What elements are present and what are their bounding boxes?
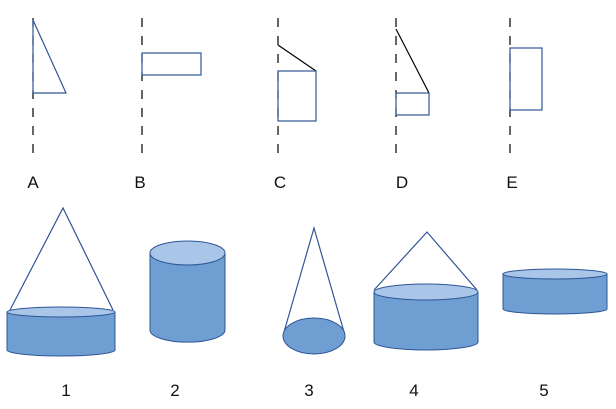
cylinder-top <box>6 306 116 318</box>
profile-label-d: D <box>396 173 408 192</box>
solid-5: 5 <box>502 268 608 400</box>
solid-label-4: 4 <box>409 381 418 400</box>
profile-triangle <box>32 19 67 94</box>
cylinder-body <box>149 252 226 343</box>
cone-outline <box>283 225 345 333</box>
profile-label-b: B <box>134 173 145 192</box>
profile-d: D <box>395 18 430 192</box>
solid-label-5: 5 <box>539 381 548 400</box>
cone-outline <box>373 231 478 291</box>
cone-base <box>282 317 346 355</box>
profile-a: A <box>27 18 67 192</box>
cylinder-body <box>6 311 116 357</box>
profile-slant-edge <box>277 44 317 72</box>
solid-label-3: 3 <box>304 381 313 400</box>
cylinder-top <box>373 283 479 301</box>
solid-2: 2 <box>149 240 226 400</box>
profile-rectangle <box>277 70 317 122</box>
solid-3: 3 <box>282 225 346 400</box>
profile-rectangle <box>395 92 430 116</box>
solid-label-1: 1 <box>61 381 70 400</box>
profile-rectangle <box>509 47 543 111</box>
profile-slant-edge <box>395 28 430 94</box>
profile-e: E <box>506 18 543 192</box>
profile-label-c: C <box>274 173 286 192</box>
cylinder-top <box>502 268 608 280</box>
profile-label-e: E <box>506 173 517 192</box>
solid-label-2: 2 <box>170 381 179 400</box>
cone-outline <box>9 206 114 311</box>
cylinder-body <box>373 291 479 351</box>
profile-b: B <box>134 18 202 192</box>
profile-label-a: A <box>27 173 39 192</box>
cylinder-body <box>502 273 608 315</box>
solid-4: 4 <box>373 231 479 400</box>
cylinder-top <box>149 240 226 266</box>
profile-c: C <box>274 18 317 192</box>
solid-1: 1 <box>6 206 116 400</box>
profile-rectangle <box>141 52 202 76</box>
